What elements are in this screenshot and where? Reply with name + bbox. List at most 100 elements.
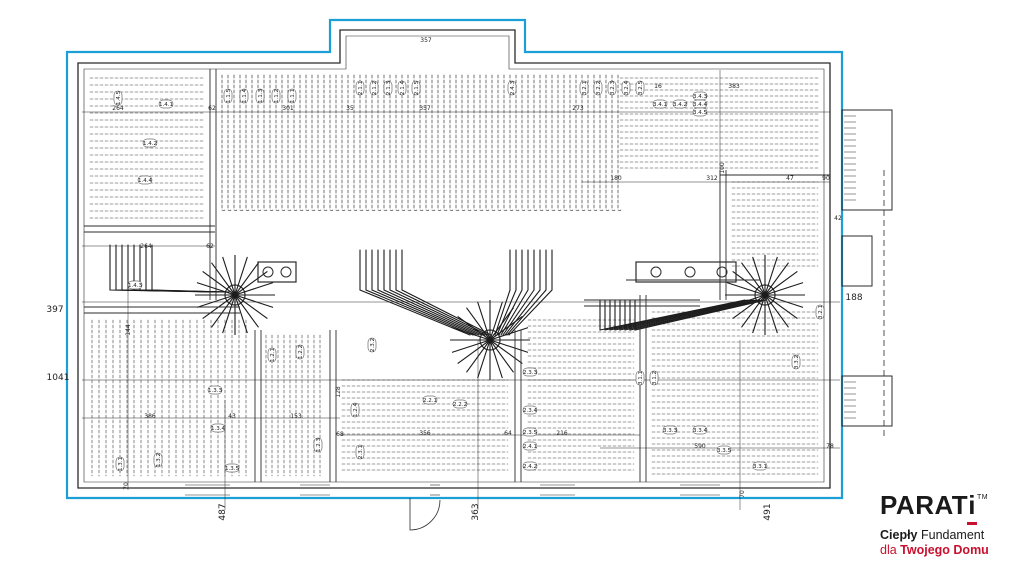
circuit-tag-label: 2.3.1 (358, 445, 364, 459)
circuit-tag-frame (662, 425, 678, 435)
dimension-label: 216 (556, 430, 568, 437)
circuit-tag-label: 2.2.2 (453, 402, 467, 408)
dimension-label: 70 (739, 490, 746, 498)
circuit-tag-label: 3.2.5 (638, 81, 644, 95)
pipe-loop-vertical (407, 74, 412, 211)
circuit-tag-frame (295, 344, 305, 360)
manifold-feed-pipe (764, 262, 789, 296)
circuit-tag-label: 3.4.3 (693, 94, 707, 100)
circuit-tag-frame (223, 88, 233, 104)
circuit-tag: 1.4.2 (142, 138, 158, 148)
walls (65, 18, 893, 531)
circuit-tag: 1.1.4 (239, 89, 249, 104)
pipe-loop-vertical (287, 74, 292, 211)
circuit-tag: 1.2.4 (350, 402, 360, 418)
flue-circle (262, 266, 274, 278)
manifold-feed-pipe (234, 294, 268, 319)
circuit-tag-frame (621, 80, 631, 96)
circuit-tag-frame (649, 370, 659, 386)
pipe-loop-vertical (599, 74, 604, 211)
circuit-tag-label: 3.3.5 (717, 448, 731, 454)
circuit-tag-label: 2.1.2 (372, 81, 378, 95)
feed-pipe-bundle (614, 299, 755, 331)
pipe-loop-vertical (311, 74, 316, 211)
dimension-label: 590 (694, 443, 706, 450)
circuit-tag-frame (115, 456, 125, 472)
tagline-bold-b: Domu (953, 543, 989, 557)
circuit-tag-label: 3.1.2 (652, 371, 658, 385)
circuit-tag-frame (593, 80, 603, 96)
circuit-tag-label: 1.4.3 (128, 283, 142, 289)
pipe-loop-vertical (221, 74, 226, 211)
circuit-tag-frame (383, 80, 393, 96)
dimension-label: 357 (419, 105, 431, 112)
circuit-tag: 1.3.1 (115, 456, 125, 472)
circuit-tag-label: 1.1.2 (274, 89, 280, 103)
manifold-feed-pipe (211, 262, 236, 296)
pipe-loop-vertical (323, 74, 328, 211)
pipe-loop-vertical (431, 74, 436, 211)
pipe-loop-vertical (269, 74, 274, 211)
feed-pipe-bundle (395, 249, 489, 336)
pipe-loop-vertical (317, 74, 322, 211)
logo-trademark: TM (976, 494, 989, 501)
circuit-tag: 3.2.2 (593, 80, 603, 96)
tagline-rest-1: Fundament (917, 528, 985, 542)
manifold-feed-pipe (222, 294, 236, 334)
circuit-tag-frame (422, 395, 438, 405)
circuit-tag: 1.1.5 (223, 88, 233, 104)
circuit-tag-frame (355, 80, 365, 96)
feed-pipe-bundle (401, 249, 492, 336)
feed-pipe-bundle (619, 299, 758, 331)
circuit-tag: 1.4.5 (113, 90, 123, 106)
pipe-loop-vertical (257, 74, 262, 211)
feed-pipe-bundle (389, 249, 486, 336)
circuit-tag-frame (137, 175, 153, 185)
circuit-tag: 3.2.4 (621, 80, 631, 96)
logo-tagline-line1: Ciepły Fundament (880, 528, 1020, 543)
utility-box-right (635, 261, 737, 283)
pipe-loop-vertical (227, 74, 232, 211)
pipe-loop-vertical (551, 74, 556, 211)
circuit-tag-frame (692, 107, 708, 117)
pipe-loop-vertical (281, 74, 286, 211)
circuit-tag: 3.3.3 (662, 425, 678, 435)
pipe-loop-vertical (359, 74, 364, 211)
circuit-tag-frame (716, 445, 732, 455)
feed-pipe-bundle (634, 299, 767, 331)
circuit-tag: 2.1.3 (383, 80, 393, 96)
circuit-tag: 2.2.2 (452, 399, 468, 409)
circuit-tag: 3.1.2 (649, 370, 659, 386)
logo-word-i: i (967, 490, 978, 525)
dimension-label: 90 (822, 175, 830, 182)
circuit-tag-frame (313, 437, 323, 453)
circuit-tag-frame (113, 90, 123, 106)
circuit-tag-label: 3.2.1 (818, 305, 824, 319)
manifold-feed-pipe (457, 339, 491, 364)
circuit-tag-label: 2.1.3 (386, 81, 392, 95)
dimension-label: 70 (123, 482, 130, 490)
feed-pipe-bundle (609, 299, 752, 331)
logo-word-i-letter: i (968, 490, 976, 520)
pipe-loop-vertical (275, 74, 280, 211)
circuit-tag-frame (350, 402, 360, 418)
circuit-tag-frame (452, 399, 468, 409)
pipe-loop-vertical (593, 74, 598, 211)
tagline-bold-1: Ciepły (880, 528, 918, 542)
circuit-tag-frame (607, 80, 617, 96)
circuit-tag: 2.1.1 (355, 80, 365, 96)
dimension-label: 100 (719, 162, 726, 174)
pipe-loop-vertical (581, 74, 586, 211)
dimension-label: 1041 (47, 373, 70, 383)
circuit-tag-label: 3.3.2 (794, 355, 800, 369)
circuit-tag-label: 1.2.3 (316, 438, 322, 452)
dimension-label: 273 (572, 105, 584, 112)
circuit-tag: 2.3.4 (522, 405, 537, 415)
circuit-tag-frame (672, 99, 688, 109)
circuit-tag-label: 3.4.4 (693, 102, 707, 108)
manifold-feed-pipe (764, 294, 804, 308)
pipe-loop-vertical (389, 74, 394, 211)
